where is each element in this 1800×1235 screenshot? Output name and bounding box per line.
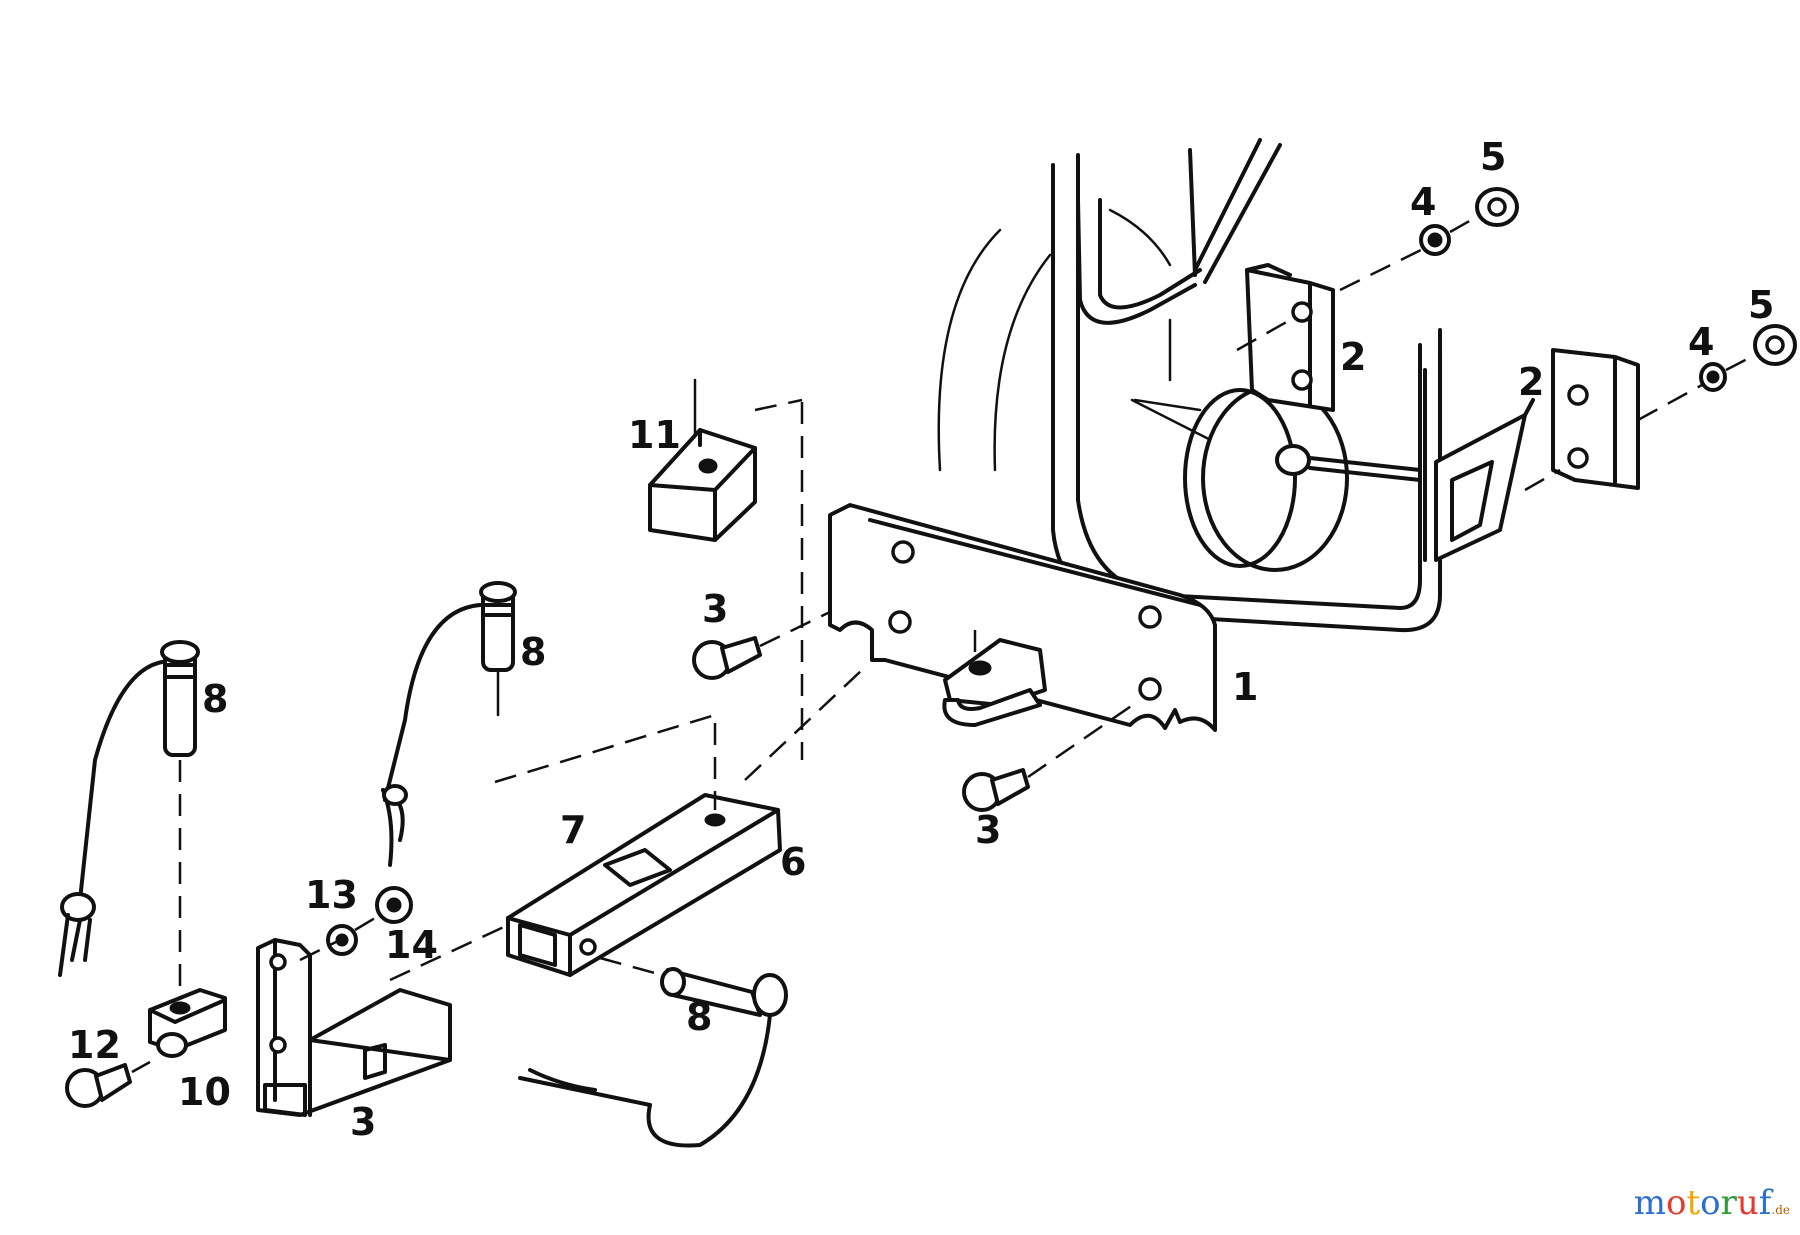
plate-10 (148, 988, 227, 1058)
callout-2-middle: 2 (1340, 335, 1366, 379)
callout-3-bottom: 3 (350, 1100, 376, 1144)
callout-3-lower: 3 (975, 808, 1001, 852)
watermark-letter: o (1665, 1183, 1687, 1223)
pin-8-middle (381, 581, 517, 867)
watermark-letters: motoruf (1634, 1183, 1772, 1223)
callout-labels: 1 2 2 3 3 3 4 4 5 5 6 7 8 8 8 10 11 12 1… (68, 135, 1774, 1144)
callout-13: 13 (305, 873, 358, 917)
callout-14: 14 (385, 923, 438, 967)
callout-5-upper: 5 (1480, 135, 1506, 179)
callout-4-lower: 4 (1688, 320, 1714, 364)
axis-line-upper (1339, 213, 1481, 292)
washer-13 (326, 924, 358, 956)
watermark-letter: m (1633, 1183, 1666, 1223)
callout-6: 6 (780, 840, 806, 884)
l-bracket-hitch (256, 913, 452, 1117)
callout-3-upper: 3 (702, 587, 728, 631)
hitch-bar-6 (389, 669, 863, 982)
callout-7: 7 (560, 808, 586, 852)
callout-2-right: 2 (1518, 360, 1544, 404)
callout-12: 12 (68, 1023, 121, 1067)
nut-14 (375, 886, 413, 924)
mounting-plate-1 (828, 503, 1217, 732)
bracket-2-right (1434, 348, 1640, 562)
watermark-tld: .de (1771, 1203, 1790, 1217)
nut-5-upper (1475, 187, 1519, 227)
bracket-2-left (1236, 263, 1335, 412)
watermark-letter: f (1758, 1183, 1772, 1223)
washer-4-lower (1699, 362, 1727, 392)
bolt-12 (65, 1060, 151, 1108)
nut-5-lower (1753, 324, 1797, 366)
bolt-3-lower (962, 698, 1141, 812)
callout-1: 1 (1232, 665, 1258, 709)
callout-5-lower: 5 (1748, 283, 1774, 327)
callout-11: 11 (628, 413, 681, 457)
callout-8-bottom: 8 (686, 995, 712, 1039)
block-11 (648, 378, 804, 760)
watermark-letter: r (1720, 1183, 1737, 1223)
pin-8-bottom (518, 956, 788, 1148)
axis-line-lower (1637, 353, 1756, 422)
pin-8-left (58, 640, 200, 1000)
watermark-letter: o (1700, 1183, 1721, 1223)
motoruf-watermark-logo: motoruf.de (1634, 1183, 1790, 1223)
washer-4-upper (1419, 224, 1451, 256)
callout-10: 10 (178, 1070, 231, 1114)
bolt-3-upper (692, 610, 831, 680)
callout-4-upper: 4 (1410, 180, 1436, 224)
callout-8-left: 8 (202, 677, 228, 721)
watermark-letter: u (1736, 1183, 1759, 1223)
machine-frame (937, 138, 1442, 633)
callout-8-middle: 8 (520, 630, 546, 674)
watermark-letter: t (1686, 1183, 1701, 1223)
